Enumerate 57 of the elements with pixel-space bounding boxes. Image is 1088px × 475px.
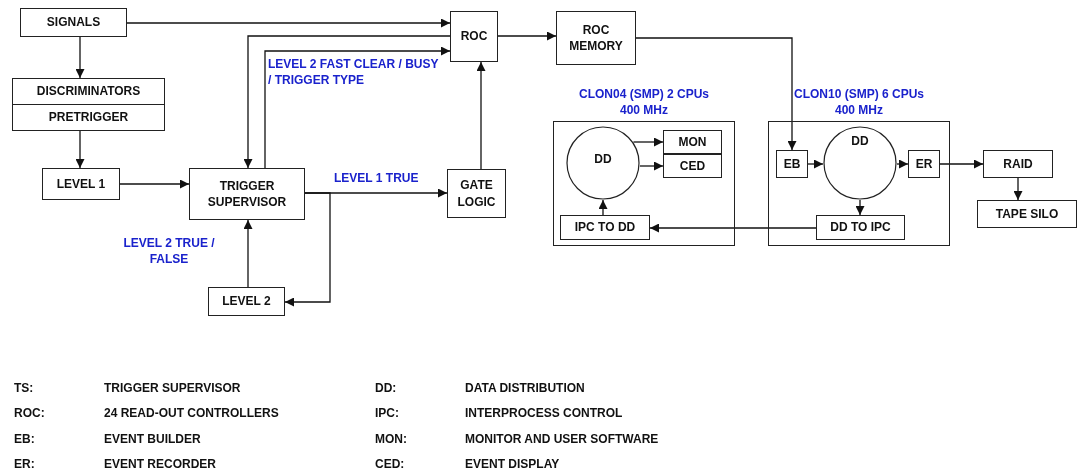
abbreviation: IPC: bbox=[375, 406, 399, 420]
arrow bbox=[896, 159, 909, 169]
data-distribution-circle: DD bbox=[823, 126, 897, 200]
process-box: TRIGGER SUPERVISOR bbox=[189, 168, 305, 220]
arrow bbox=[75, 36, 85, 79]
abbreviation-meaning: EVENT BUILDER bbox=[104, 432, 201, 446]
arrow bbox=[497, 31, 557, 41]
process-box: CED bbox=[663, 154, 722, 178]
process-box: DD TO IPC bbox=[816, 215, 905, 240]
process-box: RAID bbox=[983, 150, 1053, 178]
abbreviation-meaning: TRIGGER SUPERVISOR bbox=[104, 381, 241, 395]
abbreviation: CED: bbox=[375, 457, 405, 471]
process-box: ER bbox=[908, 150, 940, 178]
abbreviation: MON: bbox=[375, 432, 407, 446]
arrow bbox=[939, 159, 984, 169]
arrow bbox=[855, 199, 865, 216]
arrow bbox=[635, 37, 797, 151]
abbreviation-meaning: INTERPROCESS CONTROL bbox=[465, 406, 623, 420]
process-box: PRETRIGGER bbox=[12, 104, 165, 131]
abbreviation-meaning: EVENT DISPLAY bbox=[465, 457, 560, 471]
process-box: ROC MEMORY bbox=[556, 11, 636, 65]
process-box: SIGNALS bbox=[20, 8, 127, 37]
process-box: EB bbox=[776, 150, 808, 178]
abbreviation: ROC: bbox=[14, 406, 45, 420]
process-box: ROC bbox=[450, 11, 498, 62]
arrow bbox=[632, 137, 664, 147]
abbreviation: ER: bbox=[14, 457, 35, 471]
abbreviation-meaning: 24 READ-OUT CONTROLLERS bbox=[104, 406, 279, 420]
computer-heading: CLON10 (SMP) 6 CPUs 400 MHz bbox=[793, 86, 925, 118]
arrow bbox=[649, 223, 817, 233]
computer-heading: CLON04 (SMP) 2 CPUs 400 MHz bbox=[578, 86, 710, 118]
abbreviation-meaning: EVENT RECORDER bbox=[104, 457, 216, 471]
abbreviation: EB: bbox=[14, 432, 35, 446]
arrow bbox=[807, 159, 824, 169]
process-box: IPC TO DD bbox=[560, 215, 650, 240]
arrow bbox=[1013, 177, 1023, 201]
abbreviation-meaning: DATA DISTRIBUTION bbox=[465, 381, 585, 395]
arrow bbox=[264, 46, 451, 169]
abbreviation: TS: bbox=[14, 381, 34, 395]
process-box: MON bbox=[663, 130, 722, 154]
process-box: TAPE SILO bbox=[977, 200, 1077, 228]
arrow bbox=[598, 199, 608, 216]
process-box: DISCRIMINATORS bbox=[12, 78, 165, 105]
process-box: GATE LOGIC bbox=[447, 169, 506, 218]
arrow bbox=[243, 35, 451, 169]
abbreviation: DD: bbox=[375, 381, 397, 395]
arrow bbox=[126, 18, 451, 28]
process-box: LEVEL 1 bbox=[42, 168, 120, 200]
arrow bbox=[75, 130, 85, 169]
process-box: LEVEL 2 bbox=[208, 287, 285, 316]
arrow bbox=[476, 61, 486, 170]
data-distribution-circle: DD bbox=[566, 126, 640, 200]
arrow bbox=[284, 192, 331, 307]
arrow bbox=[119, 179, 190, 189]
arrow bbox=[243, 219, 253, 288]
abbreviation-meaning: MONITOR AND USER SOFTWARE bbox=[465, 432, 659, 446]
arrow bbox=[639, 161, 664, 171]
